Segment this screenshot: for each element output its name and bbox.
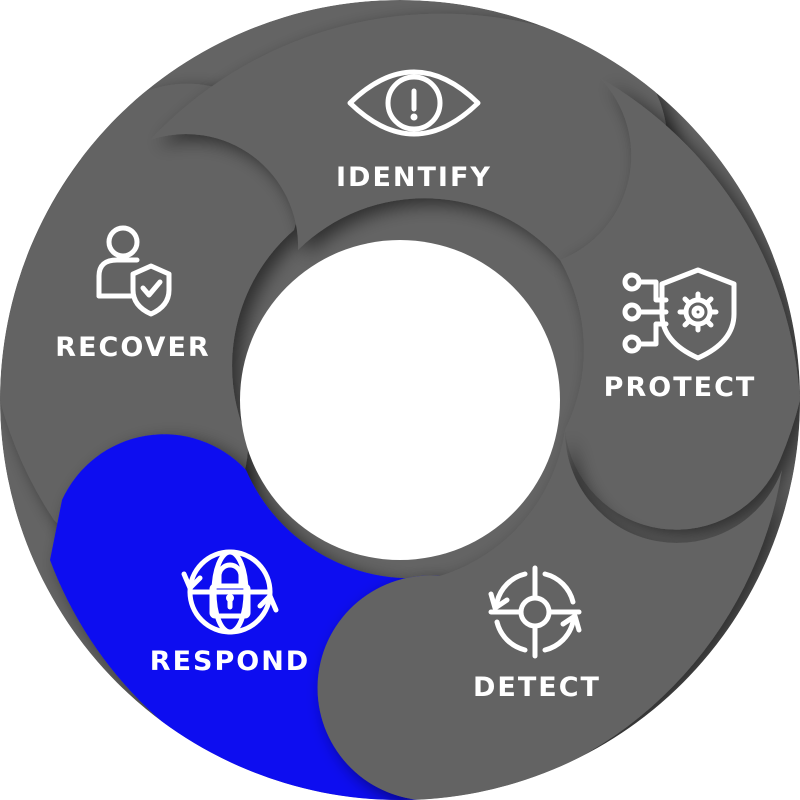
segment-recover[interactable]: [0, 83, 300, 556]
circuit-shield-gear-icon: [622, 267, 737, 361]
user-shield-check-icon: [96, 225, 172, 317]
segment-protect[interactable]: [560, 78, 800, 530]
segment-identify[interactable]: [150, 13, 668, 260]
center-hole: [240, 240, 560, 560]
stage-label-detect: DETECT: [473, 672, 601, 703]
eye-alert-icon: [347, 69, 481, 137]
stage-label-protect: PROTECT: [604, 372, 757, 403]
stage-label-respond: RESPOND: [150, 646, 310, 677]
stage-label-recover: RECOVER: [55, 332, 210, 363]
stage-label-identify: IDENTIFY: [336, 162, 492, 193]
crosshair-target-icon: [488, 565, 582, 659]
globe-lock-icon: [181, 549, 279, 635]
